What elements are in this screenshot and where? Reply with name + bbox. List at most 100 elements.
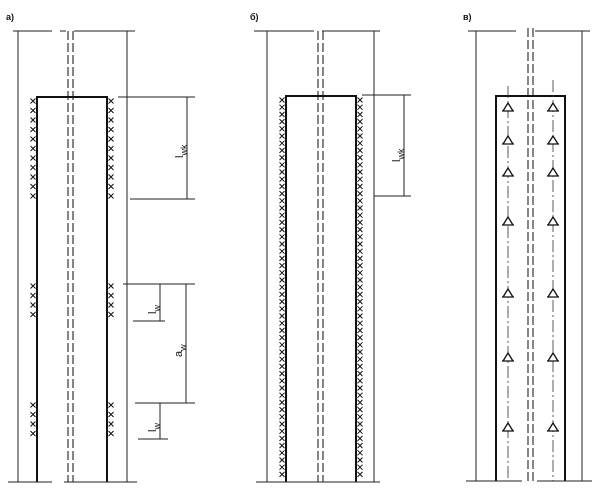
weld-cross-mark bbox=[357, 133, 363, 139]
weld-cross-mark bbox=[357, 341, 363, 348]
weld-cross-mark bbox=[357, 176, 363, 183]
weld-cross-mark bbox=[279, 118, 285, 125]
weld-cross-mark bbox=[108, 174, 114, 180]
spot-weld-triangle bbox=[501, 421, 515, 432]
spot-weld-triangle bbox=[546, 134, 560, 145]
weld-cross-mark bbox=[108, 117, 114, 123]
spot-weld-triangle bbox=[501, 351, 515, 362]
weld-cross-mark bbox=[108, 107, 114, 114]
weld-cross-mark bbox=[357, 140, 363, 147]
dim-lw-label-1: lw bbox=[147, 305, 162, 314]
weld-cross-mark bbox=[279, 233, 285, 240]
weld-cross-mark bbox=[108, 183, 114, 190]
weld-cross-mark bbox=[108, 126, 114, 133]
weld-cross-mark bbox=[357, 377, 363, 384]
weld-cross-mark bbox=[357, 219, 363, 226]
weld-cross-mark bbox=[279, 205, 285, 211]
weld-cross-mark bbox=[279, 406, 285, 413]
dim-lwk-label-b: lwk bbox=[391, 148, 406, 162]
weld-cross-mark bbox=[279, 183, 285, 190]
weld-cross-mark bbox=[279, 212, 285, 219]
weld-cross-mark bbox=[357, 97, 363, 103]
weld-cross-mark bbox=[279, 284, 285, 291]
weld-cross-mark bbox=[279, 392, 285, 399]
weld-cross-mark bbox=[279, 464, 285, 471]
weld-cross-mark bbox=[357, 212, 363, 219]
weld-cross-mark bbox=[357, 104, 363, 111]
weld-cross-mark bbox=[30, 402, 36, 408]
dim-lwk-label: lwk bbox=[174, 144, 189, 158]
weld-cross-mark bbox=[108, 430, 114, 437]
weld-cross-mark bbox=[357, 277, 363, 283]
weld-cross-mark bbox=[279, 176, 285, 183]
weld-cross-mark bbox=[30, 164, 36, 171]
weld-cross-mark bbox=[357, 349, 363, 355]
weld-cross-mark bbox=[279, 219, 285, 226]
weld-cross-mark bbox=[279, 298, 285, 305]
weld-cross-mark bbox=[357, 233, 363, 240]
panel-a: lwk lw aw lw bbox=[8, 30, 195, 483]
weld-cross-mark bbox=[279, 133, 285, 139]
weld-cross-mark bbox=[357, 421, 363, 427]
weld-cross-mark bbox=[30, 126, 36, 133]
panel-c bbox=[466, 28, 592, 482]
weld-cross-mark bbox=[357, 111, 363, 118]
weld-cross-mark bbox=[357, 449, 363, 456]
weld-cross-mark bbox=[357, 269, 363, 276]
weld-cross-mark bbox=[279, 449, 285, 456]
dim-aw-label: aw bbox=[173, 344, 188, 357]
weld-cross-mark bbox=[30, 421, 36, 427]
dim-lw-label-2: lw bbox=[147, 423, 162, 432]
spot-weld-triangle bbox=[546, 351, 560, 362]
weld-cross-mark bbox=[357, 169, 363, 175]
weld-cross-mark bbox=[357, 413, 363, 420]
weld-cross-mark bbox=[357, 334, 363, 341]
spot-weld-triangle bbox=[501, 287, 515, 298]
weld-cross-mark bbox=[279, 442, 285, 449]
weld-cross-mark bbox=[357, 363, 363, 370]
panel-label-c: в) bbox=[463, 12, 472, 22]
weld-cross-mark bbox=[279, 377, 285, 384]
weld-cross-mark bbox=[279, 140, 285, 147]
weld-cross-mark bbox=[279, 291, 285, 298]
weld-cross-mark bbox=[108, 292, 114, 299]
weld-cross-mark bbox=[357, 226, 363, 233]
weld-cross-mark bbox=[279, 457, 285, 463]
weld-cross-mark bbox=[357, 161, 363, 168]
weld-cross-mark bbox=[30, 183, 36, 190]
weld-cross-mark bbox=[279, 385, 285, 391]
weld-cross-mark bbox=[357, 392, 363, 399]
spot-weld-triangle bbox=[546, 215, 560, 226]
weld-cross-mark bbox=[279, 471, 285, 478]
weld-cross-mark bbox=[108, 145, 114, 152]
weld-cross-mark bbox=[357, 262, 363, 269]
weld-cross-mark bbox=[279, 104, 285, 111]
weld-cross-mark bbox=[279, 370, 285, 377]
weld-cross-mark bbox=[357, 428, 363, 435]
weld-cross-mark bbox=[279, 421, 285, 427]
weld-cross-mark bbox=[279, 356, 285, 363]
weld-cross-mark bbox=[357, 356, 363, 363]
weld-cross-mark bbox=[279, 349, 285, 355]
weld-cross-mark bbox=[357, 370, 363, 377]
spot-weld-markers bbox=[501, 101, 560, 432]
weld-cross-mark bbox=[30, 430, 36, 437]
weld-cross-mark bbox=[357, 327, 363, 334]
weld-cross-mark bbox=[279, 327, 285, 334]
weld-cross-mark bbox=[30, 107, 36, 114]
weld-cross-mark bbox=[357, 320, 363, 327]
weld-cross-mark bbox=[30, 292, 36, 299]
weld-cross-mark bbox=[357, 464, 363, 471]
spot-weld-triangle bbox=[501, 215, 515, 226]
weld-cross-mark bbox=[279, 269, 285, 276]
weld-cross-mark bbox=[279, 97, 285, 103]
weld-cross-mark bbox=[357, 313, 363, 319]
weld-cross-mark bbox=[108, 311, 114, 318]
weld-cross-mark bbox=[279, 241, 285, 247]
weld-cross-mark bbox=[279, 147, 285, 154]
weld-cross-mark bbox=[357, 241, 363, 247]
spot-weld-triangle bbox=[546, 421, 560, 432]
weld-cross-mark bbox=[279, 413, 285, 420]
